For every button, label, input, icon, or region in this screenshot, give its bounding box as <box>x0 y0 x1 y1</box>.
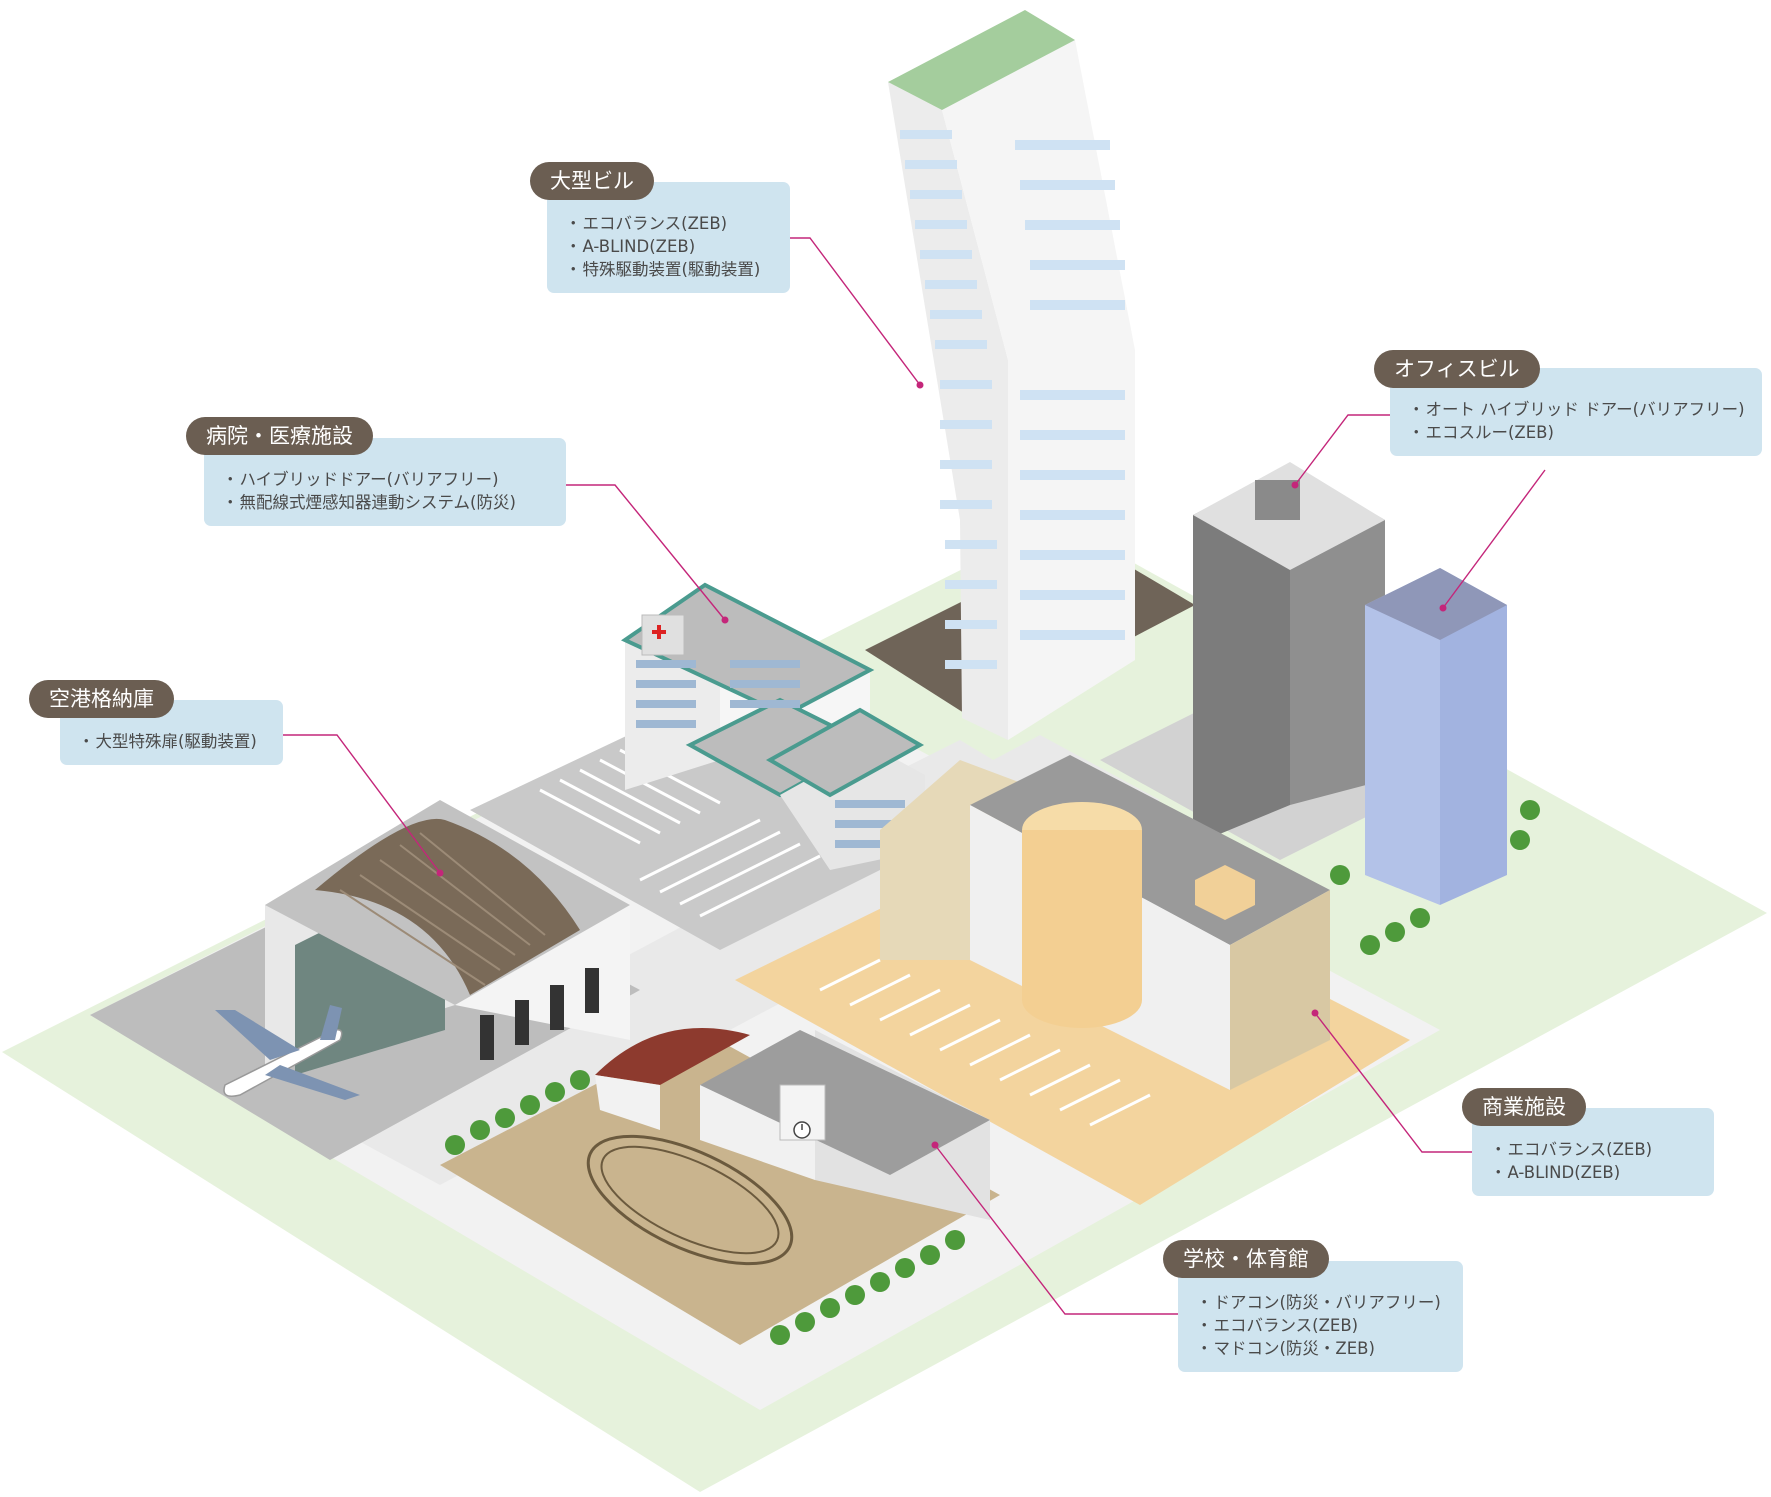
callout-label: 学校・体育館 <box>1163 1240 1329 1278</box>
commercial-lot-lines <box>819 958 1151 1127</box>
office-building-dark <box>1193 462 1385 845</box>
airplane-icon <box>215 1005 360 1100</box>
callout-box: ドアコン(防災・バリアフリー) エコバランス(ZEB) マドコン(防災・ZEB) <box>1178 1261 1463 1372</box>
callout-item: A-BLIND(ZEB) <box>1490 1161 1696 1184</box>
hospital-cross-icon <box>652 625 666 639</box>
callout-box: エコバランス(ZEB) A-BLIND(ZEB) <box>1472 1108 1714 1196</box>
callout-item: ドアコン(防災・バリアフリー) <box>1196 1291 1445 1314</box>
school-building <box>595 1028 990 1220</box>
callout-item: オート ハイブリッド ドアー(バリアフリー) <box>1408 398 1745 421</box>
callout-label: オフィスビル <box>1374 350 1540 388</box>
callout-box: エコバランス(ZEB) A-BLIND(ZEB) 特殊駆動装置(駆動装置) <box>547 182 790 293</box>
callout-item: エコバランス(ZEB) <box>1196 1314 1445 1337</box>
school-field <box>440 1030 1000 1345</box>
office-building-blue <box>1365 568 1507 905</box>
commercial-building <box>880 755 1330 1090</box>
callout-item: マドコン(防災・ZEB) <box>1196 1337 1445 1360</box>
callout-item: エコバランス(ZEB) <box>1490 1138 1696 1161</box>
callout-item: エコバランス(ZEB) <box>565 212 772 235</box>
large-tower-building <box>888 10 1135 740</box>
trees <box>445 800 1540 1345</box>
callout-label: 大型ビル <box>530 162 654 200</box>
hospital-parking <box>470 720 920 950</box>
callout-item: 大型特殊扉(駆動装置) <box>78 730 265 753</box>
callout-label: 病院・医療施設 <box>186 417 373 455</box>
leader-dots <box>436 381 1447 1149</box>
callout-item: 無配線式煙感知器連動システム(防災) <box>222 491 548 514</box>
running-track <box>586 1134 794 1266</box>
callout-item: ハイブリッドドアー(バリアフリー) <box>222 468 548 491</box>
airport-hangar-building <box>265 800 630 1075</box>
callout-label: 空港格納庫 <box>29 680 174 718</box>
callout-box: 大型特殊扉(駆動装置) <box>60 700 283 765</box>
callout-item: エコスルー(ZEB) <box>1408 421 1744 444</box>
callout-label: 商業施設 <box>1462 1088 1586 1126</box>
running-track-inner <box>600 1145 780 1255</box>
hospital-building <box>620 582 925 870</box>
callout-item: A-BLIND(ZEB) <box>565 235 772 258</box>
clock-icon <box>793 1121 811 1139</box>
leader-lines <box>283 237 1546 1315</box>
callout-item: 特殊駆動装置(駆動装置) <box>565 258 772 281</box>
